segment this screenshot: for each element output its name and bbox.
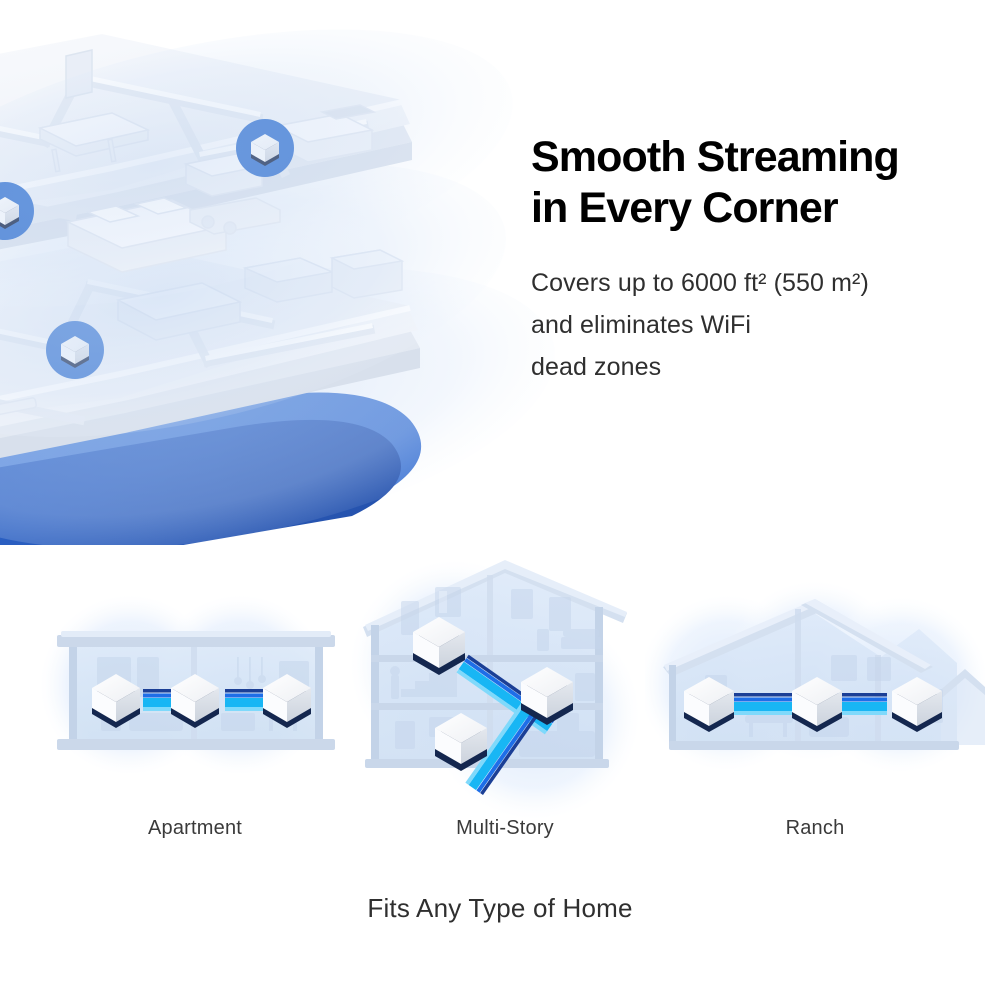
home-type-apartment bbox=[25, 545, 365, 845]
home-type-label-apartment: Apartment bbox=[147, 817, 243, 839]
home-types-section: Apartment Multi-Story Ranch Fits Any Typ… bbox=[0, 545, 1000, 1000]
page-title-line-2: in Every Corner bbox=[531, 184, 839, 232]
mesh-node-cube bbox=[684, 677, 734, 732]
mesh-node-cube bbox=[171, 674, 219, 728]
mesh-link-beam bbox=[817, 693, 887, 715]
home-type-ranch bbox=[645, 545, 985, 845]
mesh-link-beam bbox=[733, 693, 805, 715]
mesh-node-cube bbox=[413, 617, 465, 675]
mesh-node-cube bbox=[435, 713, 487, 771]
mesh-node-cube bbox=[521, 667, 573, 725]
home-type-multi-story bbox=[335, 545, 675, 845]
mesh-link-beam bbox=[225, 689, 297, 711]
mesh-link-beam bbox=[465, 702, 540, 796]
mesh-node-cube bbox=[263, 674, 311, 728]
apartment-building bbox=[57, 631, 335, 750]
home-types-caption: Fits Any Type of Home bbox=[367, 893, 633, 923]
hero-subtitle-line-3: dead zones bbox=[531, 353, 662, 381]
page-title: Smooth Streaming in Every Corner bbox=[531, 132, 1000, 234]
mesh-node-cube bbox=[92, 674, 140, 728]
mesh-node-cube bbox=[892, 677, 942, 732]
home-type-label-multi-story: Multi-Story bbox=[456, 817, 554, 839]
hero-copy: Smooth Streaming in Every Corner Covers … bbox=[531, 132, 1000, 388]
hero-subtitle: Covers up to 6000 ft² (550 m²) and elimi… bbox=[531, 234, 1000, 388]
hero-section: Smooth Streaming in Every Corner Covers … bbox=[0, 0, 1000, 545]
coverage-wave-upper bbox=[0, 29, 513, 307]
hero-floorplan-illustration bbox=[0, 0, 560, 545]
hero-subtitle-line-2: and eliminates WiFi bbox=[531, 311, 752, 339]
page-title-line-1: Smooth Streaming bbox=[531, 133, 900, 181]
home-type-label-ranch: Ranch bbox=[785, 817, 845, 839]
mesh-node-cube bbox=[792, 677, 842, 732]
hero-subtitle-line-1: Covers up to 6000 ft² (550 m²) bbox=[531, 269, 869, 297]
ranch-house bbox=[663, 599, 985, 750]
multi-story-house bbox=[363, 560, 627, 796]
home-types-row bbox=[0, 545, 1000, 845]
